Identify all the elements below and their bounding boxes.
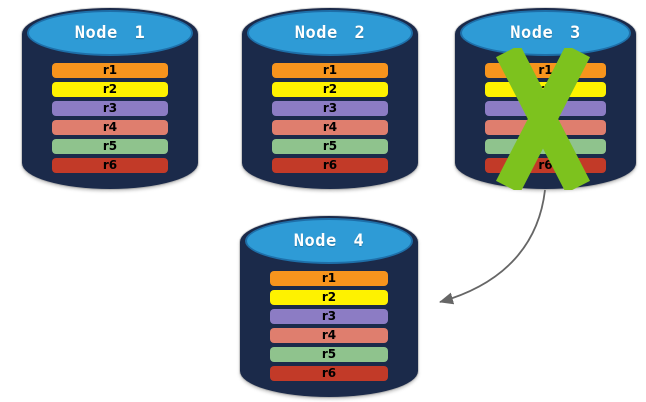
replica-row-r2: r2 <box>272 82 388 97</box>
node-title: Node 2 <box>294 23 366 43</box>
node-title: Node 4 <box>293 231 365 251</box>
replica-row-label: r5 <box>321 347 337 361</box>
replica-row-label: r1 <box>102 63 118 77</box>
replica-rows: r1 r2 r3 r4 r5 r6 <box>272 63 388 173</box>
replica-row-label: r2 <box>321 290 337 304</box>
replica-row-label: r6 <box>322 158 338 172</box>
node-title: Node 3 <box>510 23 581 43</box>
replica-row-r6: r6 <box>272 158 388 173</box>
replica-row-r2: r2 <box>270 290 388 305</box>
node-1: Node 1 r1 r2 r3 r4 r5 r6 <box>22 8 198 189</box>
replica-row-label: r4 <box>322 120 338 134</box>
replica-row-r4: r4 <box>52 120 168 135</box>
replica-row-label: r1 <box>538 63 553 77</box>
replica-row-r1: r1 <box>272 63 388 78</box>
replica-row-r2: r2 <box>52 82 168 97</box>
replica-row-label: r2 <box>102 82 118 96</box>
replica-row-label: r3 <box>322 101 338 115</box>
replica-row-label: r4 <box>321 328 337 342</box>
node-4: Node 4 r1 r2 r3 r4 r5 r6 <box>240 216 418 397</box>
replica-row-label: r5 <box>322 139 338 153</box>
replica-row-r1: r1 <box>52 63 168 78</box>
replica-rows: r1 r2 r3 r4 r5 r6 <box>52 63 168 173</box>
replica-row-r4: r4 <box>272 120 388 135</box>
replica-row-r5: r5 <box>272 139 388 154</box>
replica-row-label: r6 <box>321 366 337 380</box>
replica-row-label: r3 <box>102 101 118 115</box>
replica-row-label: r1 <box>321 271 337 285</box>
cylinder-top: Node 3 <box>460 10 631 56</box>
replica-row-r5: r5 <box>270 347 388 362</box>
replica-row-r3: r3 <box>52 101 168 116</box>
cylinder-top: Node 1 <box>27 10 193 56</box>
replica-row-label: r1 <box>322 63 338 77</box>
cylinder-top: Node 4 <box>245 218 413 264</box>
replica-row-r6: r6 <box>270 366 388 381</box>
node-3: Node 3 r1 r2 r3 r4 r5 r6 <box>455 8 636 190</box>
replica-row-label: r5 <box>102 139 118 153</box>
node-2: Node 2 r1 r2 r3 r4 r5 r6 <box>242 8 418 189</box>
replica-row-r1: r1 <box>270 271 388 286</box>
failure-x-icon <box>495 48 591 190</box>
replica-rows: r1 r2 r3 r4 r5 r6 <box>270 271 388 381</box>
replica-row-label: r3 <box>321 309 337 323</box>
cylinder-top: Node 2 <box>247 10 413 56</box>
replica-row-r3: r3 <box>272 101 388 116</box>
replica-row-r6: r6 <box>52 158 168 173</box>
replica-row-label: r6 <box>102 158 118 172</box>
replica-row-label: r4 <box>102 120 118 134</box>
replica-row-r5: r5 <box>52 139 168 154</box>
replica-row-r4: r4 <box>270 328 388 343</box>
node-title: Node 1 <box>74 23 146 43</box>
replica-row-r3: r3 <box>270 309 388 324</box>
replica-row-label: r6 <box>538 158 553 172</box>
replica-row-label: r2 <box>322 82 338 96</box>
